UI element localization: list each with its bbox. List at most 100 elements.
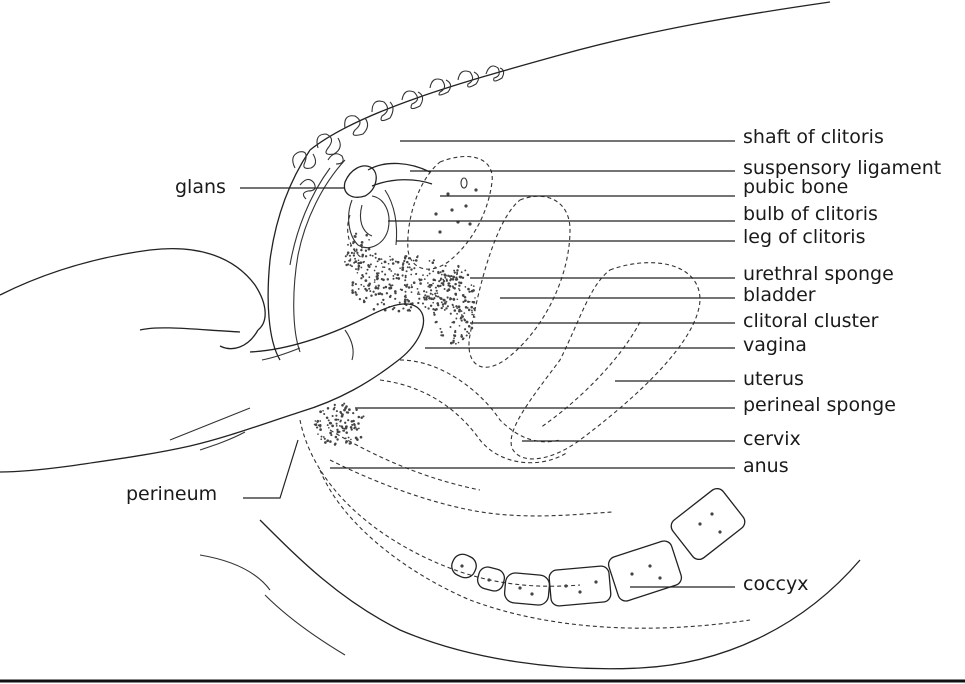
stipple-dot — [467, 332, 470, 335]
pubic-bone — [407, 155, 493, 270]
stipple-dot — [429, 292, 432, 295]
stipple-dot — [427, 282, 429, 284]
stipple-dot — [430, 289, 433, 292]
stipple-dot — [324, 441, 327, 444]
stipple-dot — [352, 254, 356, 257]
stipple-dot — [423, 298, 426, 301]
stipple-dot — [452, 341, 455, 344]
stipple-dot — [464, 269, 467, 272]
stipple-dot — [437, 285, 440, 288]
stipple-dot — [353, 235, 356, 238]
stipple-dot — [464, 299, 467, 302]
stipple-dot — [329, 440, 332, 443]
stipple-dot — [460, 333, 463, 336]
stipple-dot — [392, 274, 395, 277]
stipple-dot — [352, 242, 355, 245]
stipple-dot — [432, 278, 436, 282]
stipple-dot — [429, 286, 431, 289]
stipple-dot — [460, 271, 463, 274]
stipple-dot — [356, 271, 359, 274]
stipple-dot — [468, 300, 471, 303]
stipple-dot — [335, 410, 338, 413]
stipple-dot — [390, 270, 393, 272]
stipple-dot — [402, 307, 405, 310]
stipple-dot — [447, 284, 450, 287]
stipple-dot — [472, 285, 475, 287]
stipple-dot — [452, 304, 454, 307]
stipple-dot — [359, 261, 363, 265]
stipple-dot — [374, 252, 377, 256]
stipple-dot — [470, 289, 474, 293]
stipple-dot — [471, 311, 473, 314]
stipple-dot — [360, 243, 363, 247]
stipple-dot — [423, 278, 426, 281]
label-uterus: uterus — [743, 368, 804, 390]
stipple-dot — [375, 272, 379, 275]
label-shaft-of-clitoris: shaft of clitoris — [743, 126, 884, 148]
stipple-dot — [369, 263, 372, 266]
stipple-dot — [424, 294, 427, 297]
stipple-dot — [403, 300, 407, 304]
stipple-dot — [361, 255, 364, 258]
stipple-dot — [372, 290, 375, 293]
stipple-dot — [351, 281, 355, 284]
stipple-dot — [345, 431, 348, 434]
stipple-dot — [364, 255, 368, 258]
stipple-dot — [403, 295, 407, 298]
stipple-dot — [373, 269, 376, 272]
label-anus: anus — [743, 455, 789, 477]
stipple-dot — [440, 331, 443, 334]
stipple-dot — [375, 285, 377, 288]
stipple-dot — [399, 267, 401, 270]
stipple-dot — [458, 281, 461, 284]
stipple-dot — [414, 259, 418, 262]
stipple-dot — [360, 246, 364, 249]
stipple-dot — [430, 297, 433, 301]
stipple-dot — [470, 326, 474, 330]
stipple-dot — [350, 428, 353, 431]
stipple-dot — [360, 416, 363, 419]
stipple-dot — [367, 247, 371, 251]
stipple-dot — [439, 284, 442, 288]
stipple-dot — [393, 290, 397, 293]
stipple-dot — [474, 297, 476, 299]
stipple-dot — [331, 424, 334, 428]
hand — [0, 247, 425, 473]
stipple-dot — [464, 286, 467, 288]
stipple-dot — [463, 319, 467, 322]
stipple-dot — [463, 312, 466, 314]
stipple-dot — [317, 424, 320, 427]
stipple-dot — [442, 305, 444, 308]
stipple-dot — [435, 308, 438, 311]
stipple-dot — [352, 411, 355, 415]
stipple-dot — [421, 302, 425, 305]
stipple-dot — [470, 284, 473, 286]
stipple-dot — [454, 329, 457, 332]
stipple-dot — [448, 284, 452, 288]
stipple-dot — [444, 274, 447, 277]
stipple-dot — [441, 282, 445, 285]
stipple-dot — [441, 269, 445, 273]
stipple-dot — [465, 321, 467, 324]
stipple-dot — [353, 422, 356, 426]
stipple-dot — [473, 307, 476, 310]
stipple-dot — [432, 308, 435, 311]
stipple-dot — [333, 443, 337, 446]
stipple-dot — [347, 419, 350, 422]
stipple-dot — [357, 259, 360, 262]
leader-perineum — [243, 439, 299, 499]
stipple-dot — [455, 305, 458, 308]
stipple-dot — [428, 272, 431, 275]
stipple-dot — [466, 300, 470, 304]
clitoris-structure — [343, 162, 433, 259]
stipple-dot — [354, 283, 357, 286]
stipple-dot — [462, 300, 465, 304]
stipple-dot — [320, 438, 323, 441]
stipple-dot — [345, 405, 348, 408]
stipple-dot — [390, 284, 392, 287]
stipple-dot — [416, 287, 419, 290]
stipple-dot — [456, 273, 458, 276]
stipple-dot — [375, 265, 377, 268]
label-coccyx: coccyx — [743, 573, 808, 595]
stipple-dot — [403, 298, 407, 302]
